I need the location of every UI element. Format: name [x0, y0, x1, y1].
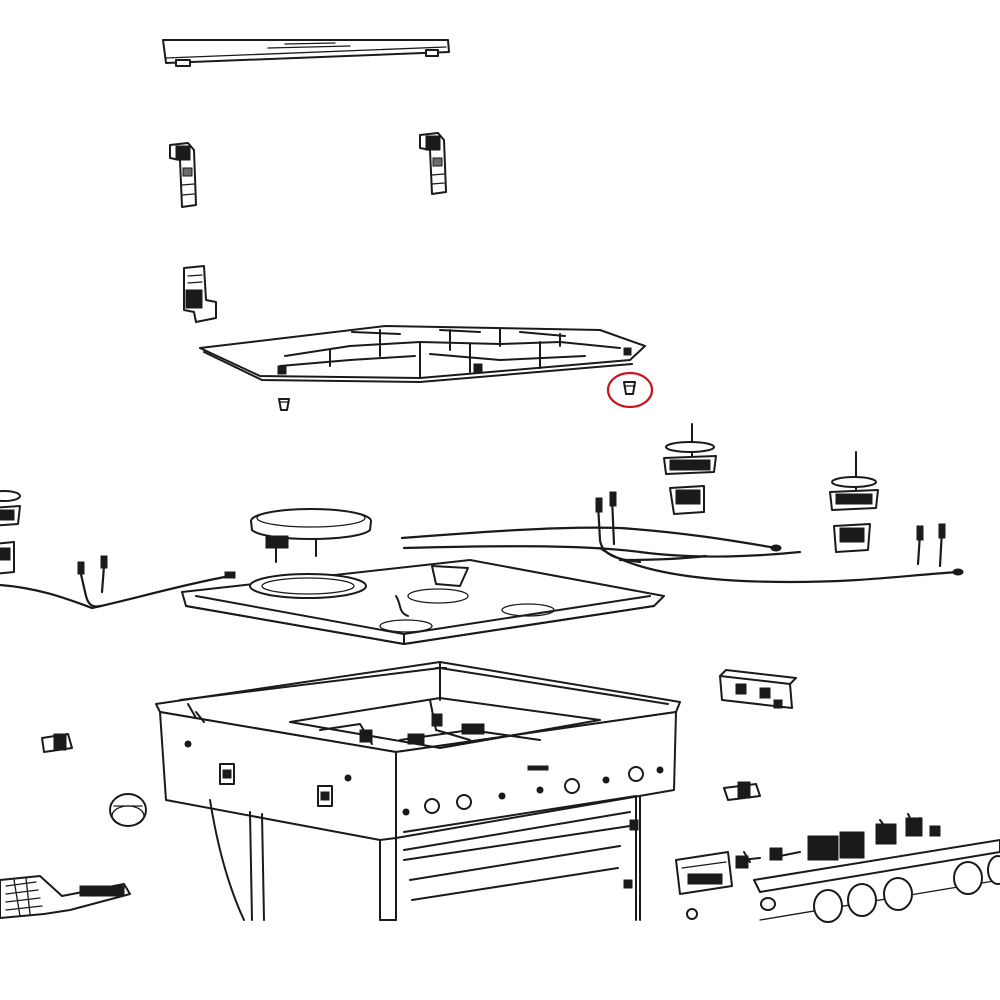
cooktop-grate[interactable] [199, 325, 646, 383]
control-panel-knobs[interactable] [686, 855, 1000, 923]
valve-manifold[interactable] [735, 813, 1000, 893]
hinge-right[interactable] [419, 132, 447, 195]
cooktop-main-top[interactable] [181, 559, 665, 645]
grate-foot-highlighted[interactable] [623, 381, 636, 395]
surface-burner-right-1[interactable] [663, 423, 717, 515]
surface-burner-left[interactable] [0, 490, 21, 575]
hinge-left[interactable] [169, 142, 197, 208]
control-knob-left[interactable] [109, 793, 147, 827]
surface-burner-right-2[interactable] [829, 451, 879, 553]
gas-fitting-right[interactable] [723, 781, 761, 801]
highlight-circle [606, 371, 654, 409]
range-body[interactable] [155, 661, 681, 921]
broiler-element-left[interactable] [0, 875, 131, 919]
hinge-receiver[interactable] [183, 265, 217, 323]
burner-wiring-left[interactable] [0, 555, 236, 610]
back-guard-panel[interactable] [162, 39, 450, 67]
thermostat-block[interactable] [675, 851, 733, 895]
burner-wiring-right[interactable] [400, 491, 964, 584]
ignition-module[interactable] [719, 669, 797, 709]
grate-foot-left[interactable] [278, 398, 290, 411]
electric-burner-element[interactable] [250, 508, 372, 563]
gas-fitting-left[interactable] [41, 733, 73, 753]
